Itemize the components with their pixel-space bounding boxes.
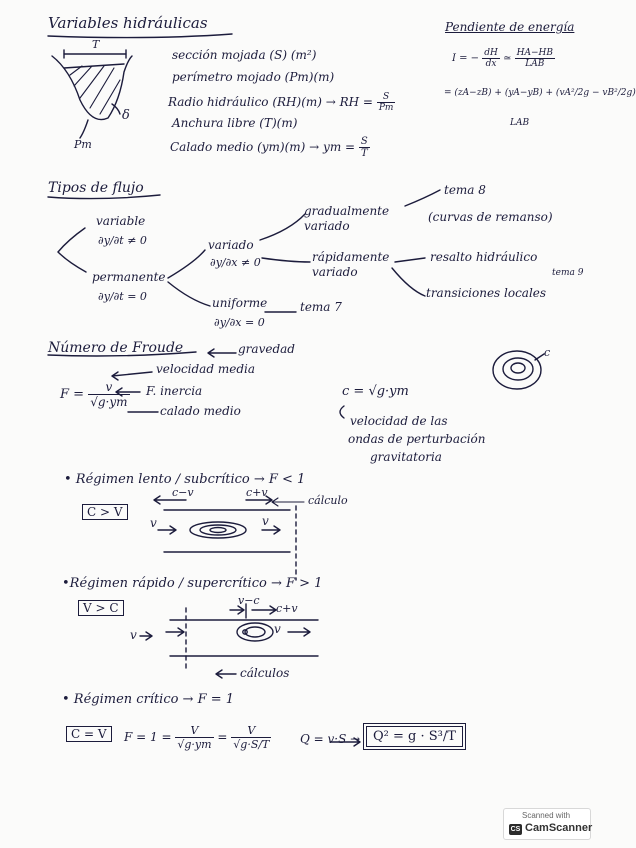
var-calado-text: Calado medio (ym)(m) → ym =: [170, 140, 356, 154]
badge-scanned-text: Scanned with: [522, 811, 571, 820]
camscanner-logo-icon: CS: [509, 824, 522, 835]
flujo-variado: variado: [208, 238, 254, 252]
lento-c-plus-v: c+v: [246, 486, 268, 499]
pendiente-formula2: = (zA−zB) + (yA−yB) + (vA²/2g − vB²/2g): [444, 88, 636, 98]
wave-c-label: c: [544, 346, 551, 359]
flujo-variable: variable: [96, 214, 146, 228]
rapido-calculos: cálculos: [240, 666, 290, 680]
froude-heading: Número de Froude: [48, 340, 184, 356]
lento-box: C > V: [82, 504, 128, 520]
pendiente-formula2-den: LAB: [510, 118, 530, 128]
flujo-tema8: tema 8: [444, 183, 486, 197]
critico-q-box: Q² = g · S³/T: [363, 723, 466, 750]
camscanner-badge: Scanned with CS CamScanner: [503, 808, 593, 840]
froude-c-desc3: gravitatoria: [370, 450, 442, 464]
sketch-layer: [47, 33, 545, 747]
flujo-resalto: resalto hidráulico: [430, 250, 538, 264]
rapido-box: V > C: [78, 600, 124, 616]
rapido-c-plus-v: c+v: [276, 602, 298, 615]
froude-fraction: v√g·ym: [88, 380, 130, 409]
critico-q-equation: Q = v·S →: [300, 732, 361, 746]
critico-fraction2: V√g·S/T: [231, 724, 272, 751]
flujo-heading: Tipos de flujo: [48, 180, 144, 196]
froude-calado: calado medio: [160, 404, 241, 418]
flujo-uniforme-cond: ∂y/∂x = 0: [214, 316, 265, 329]
fig-label-T: T: [92, 38, 100, 51]
flujo-remanso: (curvas de remanso): [428, 210, 553, 224]
froude-c-desc1: velocidad de las: [350, 414, 448, 428]
flujo-variable-cond: ∂y/∂t ≠ 0: [98, 234, 147, 247]
froude-gravedad: gravedad: [238, 342, 295, 356]
lento-v-right: v: [262, 514, 269, 528]
flujo-rapid: rápidamente variado: [312, 250, 390, 279]
froude-inercia: F. inercia: [146, 384, 203, 398]
flujo-tema7: tema 7: [300, 300, 342, 314]
fig-label-pm: Pm: [74, 138, 92, 151]
lento-calculo: cálculo: [308, 494, 348, 507]
channel-section: [51, 55, 133, 121]
flujo-uniforme: uniforme: [212, 296, 268, 310]
var-radio-text: Radio hidráulico (RH)(m) → RH =: [168, 95, 373, 109]
critico-equation: F = 1 = V√g·ym = V√g·S/T: [124, 724, 272, 751]
lento-v-left: v: [150, 516, 157, 530]
fig-label-delta: δ: [122, 108, 130, 123]
froude-c-desc2: ondas de perturbación: [348, 432, 486, 446]
variables-heading: Variables hidráulicas: [48, 14, 208, 32]
froude-F-equation: F = v√g·ym: [60, 380, 130, 409]
lento-title: • Régimen lento / subcrítico → F < 1: [64, 472, 306, 487]
rapido-v-left: v: [130, 628, 137, 642]
flujo-permanente-cond: ∂y/∂t = 0: [98, 290, 147, 303]
lento-c-minus-v: c−v: [172, 486, 194, 499]
froude-velocidad: velocidad media: [156, 362, 255, 376]
rapido-title: •Régimen rápido / supercrítico → F > 1: [62, 576, 323, 591]
flujo-variado-cond: ∂y/∂x ≠ 0: [210, 256, 261, 269]
rapido-v-minus-c: v−c: [238, 594, 260, 607]
badge-name: CamScanner: [525, 822, 593, 834]
critico-title: • Régimen crítico → F = 1: [62, 692, 235, 707]
critico-box: C = V: [66, 726, 112, 742]
var-line-anchura: Anchura libre (T)(m): [172, 116, 298, 130]
var-line-seccion: sección mojada (S) (m²): [172, 48, 317, 62]
pendiente-heading: Pendiente de energía: [445, 20, 575, 34]
flujo-permanente: permanente: [92, 270, 166, 284]
flujo-transiciones: transiciones locales: [426, 286, 547, 300]
flujo-tema9: tema 9: [552, 268, 584, 278]
var-line-perimetro: perímetro mojado (Pm)(m): [172, 70, 335, 84]
froude-c-equation: c = √g·ym: [342, 384, 409, 399]
rapido-v-right: v: [274, 622, 281, 636]
flujo-gradual: gradualmente variado: [304, 204, 390, 233]
critico-fraction1: V√g·ym: [175, 724, 214, 751]
